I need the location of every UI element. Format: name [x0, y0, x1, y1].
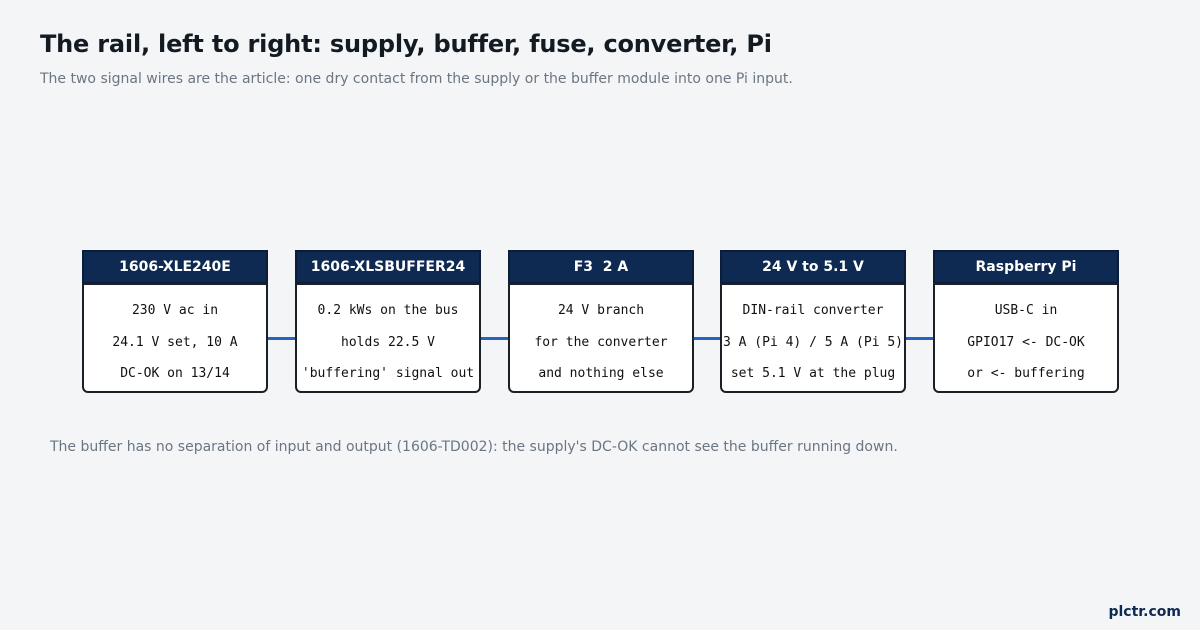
block-buffer: 1606-XLSBUFFER24 0.2 kWs on the bus hold… — [295, 250, 481, 393]
brand-logo[interactable]: plctr.com — [1108, 604, 1181, 620]
block-line: and nothing else — [538, 366, 664, 381]
block-line: 0.2 kWs on the bus — [317, 303, 459, 318]
block-title: Raspberry Pi — [933, 250, 1119, 284]
block-body: USB-C in GPIO17 <- DC-OK or <- buffering — [933, 283, 1119, 393]
block-line: 'buffering' signal out — [301, 366, 475, 381]
block-title: 1606-XLSBUFFER24 — [295, 250, 481, 284]
connector-4-5 — [902, 337, 938, 340]
block-title: 1606-XLE240E — [82, 250, 268, 284]
page-subtitle: The two signal wires are the article: on… — [40, 71, 793, 87]
block-body: 230 V ac in 24.1 V set, 10 A DC-OK on 13… — [82, 283, 268, 393]
block-body: 24 V branch for the converter and nothin… — [508, 283, 694, 393]
block-body: 0.2 kWs on the bus holds 22.5 V 'bufferi… — [295, 283, 481, 393]
block-title: 24 V to 5.1 V — [720, 250, 906, 284]
block-title: F3 2 A — [508, 250, 694, 284]
block-line: 3 A (Pi 4) / 5 A (Pi 5) — [722, 334, 903, 350]
block-line: GPIO17 <- DC-OK — [967, 334, 1085, 350]
connector-2-3 — [476, 337, 513, 340]
block-raspberry-pi: Raspberry Pi USB-C in GPIO17 <- DC-OK or… — [933, 250, 1119, 393]
block-supply: 1606-XLE240E 230 V ac in 24.1 V set, 10 … — [82, 250, 268, 393]
block-line: holds 22.5 V — [341, 334, 435, 350]
footnote: The buffer has no separation of input an… — [50, 439, 898, 455]
block-line: 24.1 V set, 10 A — [112, 334, 238, 350]
block-line: for the converter — [534, 334, 668, 350]
block-line: DIN-rail converter — [742, 303, 884, 318]
block-line: DC-OK on 13/14 — [120, 366, 230, 381]
block-line: or <- buffering — [967, 366, 1085, 381]
block-line: USB-C in — [994, 303, 1058, 318]
block-line: 24 V branch — [557, 303, 645, 318]
connector-3-4 — [689, 337, 726, 340]
page-title: The rail, left to right: supply, buffer,… — [40, 30, 772, 58]
block-converter: 24 V to 5.1 V DIN-rail converter 3 A (Pi… — [720, 250, 906, 393]
block-line: 230 V ac in — [131, 303, 219, 318]
block-body: DIN-rail converter 3 A (Pi 4) / 5 A (Pi … — [720, 283, 906, 393]
block-line: set 5.1 V at the plug — [730, 366, 896, 381]
block-fuse: F3 2 A 24 V branch for the converter and… — [508, 250, 694, 393]
connector-1-2 — [264, 337, 300, 340]
